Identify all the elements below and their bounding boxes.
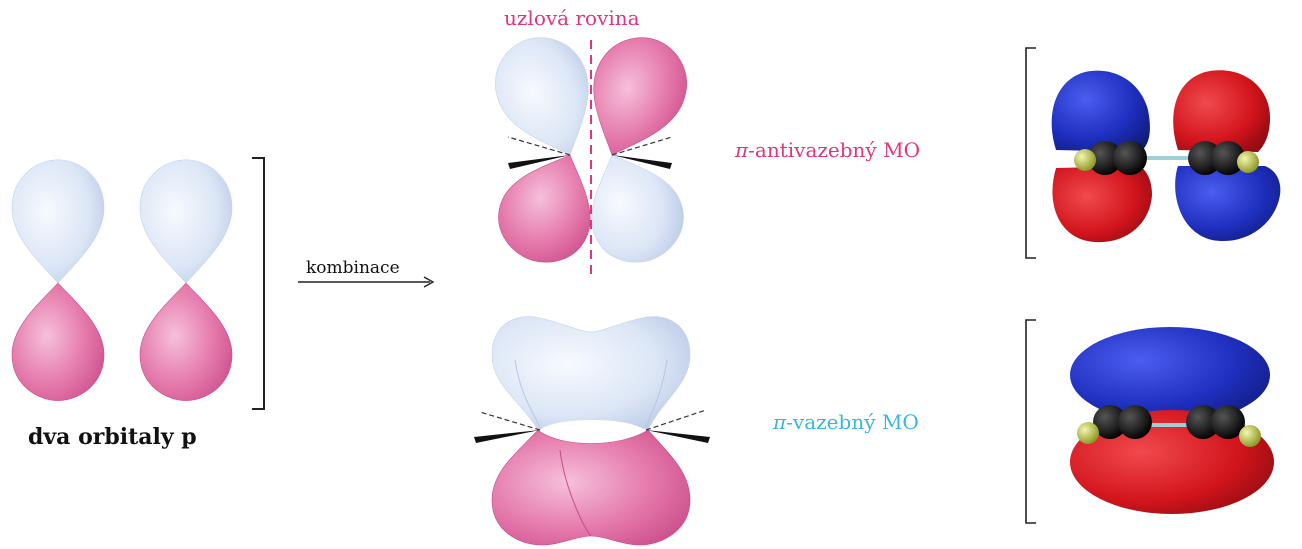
bonding-mo-bracket [1026, 320, 1036, 523]
pi-symbol: π [735, 138, 748, 162]
antibonding-mo-text: -antivazebný MO [748, 138, 920, 162]
combination-arrow [298, 277, 433, 287]
bonding-mo-label: π-vazebný MO [773, 410, 919, 434]
pi-symbol: π [773, 410, 786, 434]
antibonding-mo-bracket [1026, 48, 1036, 258]
bonding-orbital [474, 317, 710, 545]
antibonding-mo-label: π-antivazebný MO [735, 138, 920, 162]
p-orbital-2 [140, 160, 232, 401]
antibonding-mo-render [1052, 70, 1281, 242]
p-orbital-1 [12, 160, 104, 401]
combination-label: kombinace [306, 258, 400, 278]
bonding-mo-text: -vazebný MO [786, 410, 919, 434]
two-p-orbitals-label: dva orbitaly p [28, 424, 197, 450]
bonding-mo-render [1070, 327, 1274, 514]
nodal-plane-label: uzlová rovina [504, 6, 640, 30]
p-orbitals-bracket [252, 158, 264, 409]
